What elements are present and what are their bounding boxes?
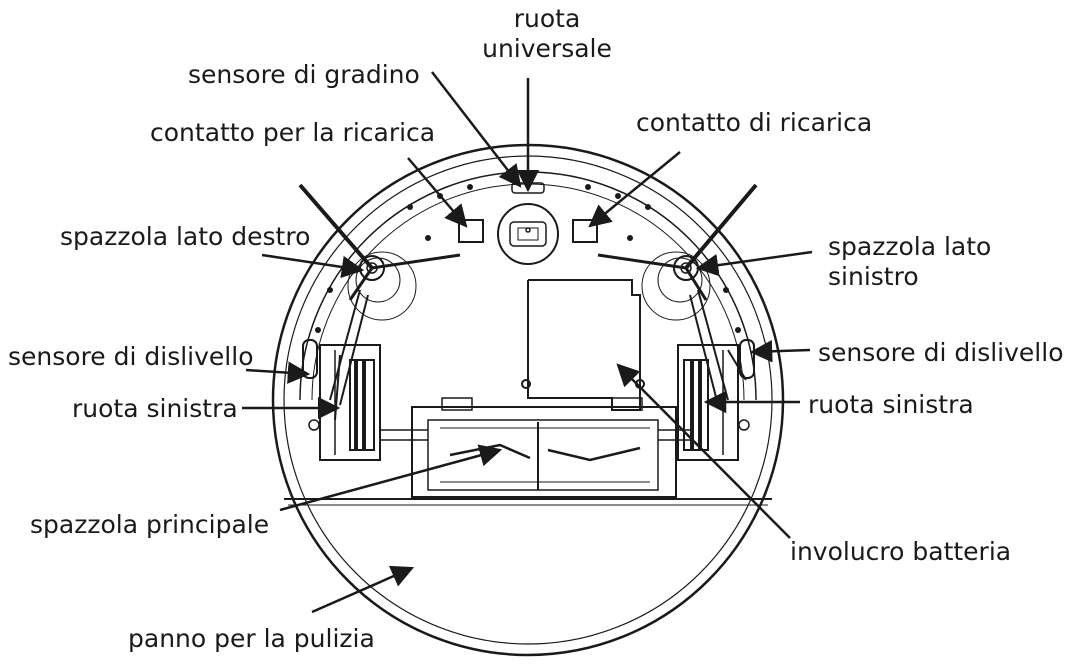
- leader-charging-left: [407, 157, 468, 228]
- charging-contact-right-shape: [572, 219, 598, 243]
- leader-step-sensor: [431, 71, 522, 188]
- leader-cliff-left: [245, 361, 311, 384]
- label-right-side-brush: spazzola lato destro: [60, 222, 311, 251]
- label-battery-cover: involucro batteria: [790, 537, 1012, 566]
- label-cliff-sensor-left: sensore di dislivello: [8, 342, 254, 371]
- label-charging-contact-left: contatto per la ricarica: [150, 118, 436, 147]
- wheel-left: [319, 344, 381, 461]
- leader-left-brush: [695, 250, 813, 277]
- leader-lines: [242, 71, 813, 614]
- leader-main-brush: [279, 444, 503, 512]
- battery-cover-shape: [521, 279, 645, 411]
- label-cleaning-cloth: panno per la pulizia: [128, 624, 375, 653]
- label-main-brush: spazzola principale: [30, 510, 270, 539]
- label-left-side-brush: spazzola lato sinistro: [828, 232, 992, 291]
- main-brush-shape: [380, 397, 690, 498]
- leader-battery: [616, 363, 791, 539]
- charging-contact-left-shape: [458, 219, 484, 243]
- label-left-wheel-b: ruota sinistra: [808, 390, 974, 419]
- label-cliff-sensor-right: sensore di dislivello: [818, 338, 1064, 367]
- label-charging-contact-right: contatto di ricarica: [636, 108, 873, 137]
- side-brush-right: [298, 183, 461, 321]
- leader-cliff-right: [749, 340, 811, 363]
- rim-dots: [315, 184, 741, 333]
- label-universal-wheel: ruota universale: [482, 4, 612, 63]
- label-left-wheel-a: ruota sinistra: [72, 394, 238, 423]
- charging-contacts: [458, 219, 598, 243]
- screws: [308, 227, 750, 431]
- leader-right-brush: [261, 253, 365, 279]
- label-step-sensor: sensore di gradino: [188, 60, 420, 89]
- universal-wheel: [497, 182, 559, 265]
- leader-cloth: [311, 565, 415, 614]
- leader-charging-right: [588, 151, 681, 228]
